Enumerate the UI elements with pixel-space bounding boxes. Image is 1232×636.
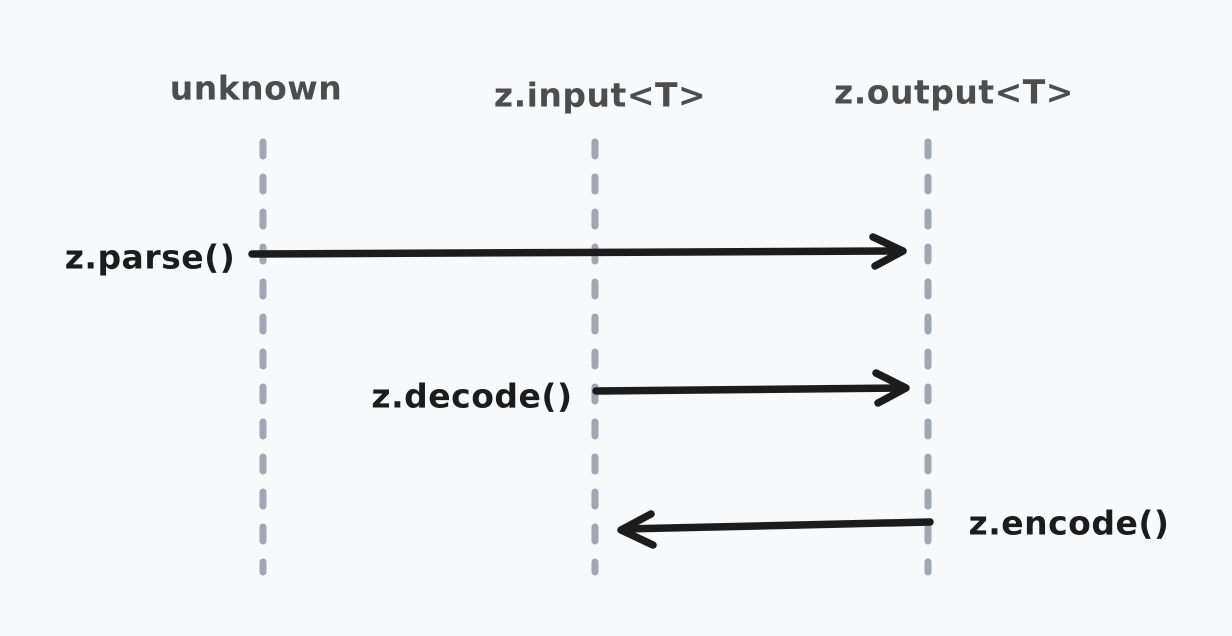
arrow-encode — [617, 510, 934, 549]
message-label-parse: z.parse() — [64, 237, 236, 277]
lifeline-label-z-output: z.output<T> — [834, 72, 1074, 112]
arrow-encode-shaft — [621, 518, 934, 533]
lifeline-label-z-input: z.input<T> — [493, 75, 707, 115]
arrow-decode — [592, 369, 910, 407]
arrow-parse-head-icon — [869, 233, 907, 270]
arrow-parse — [248, 233, 907, 270]
arrow-decode-shaft — [592, 384, 904, 395]
arrow-encode-head-icon — [617, 510, 657, 549]
message-label-encode: z.encode() — [968, 503, 1170, 543]
arrow-decode-head-icon — [872, 369, 910, 407]
lifeline-label-unknown: unknown — [169, 68, 343, 108]
arrow-parse-shaft — [248, 247, 901, 258]
message-label-decode: z.decode() — [371, 376, 573, 416]
